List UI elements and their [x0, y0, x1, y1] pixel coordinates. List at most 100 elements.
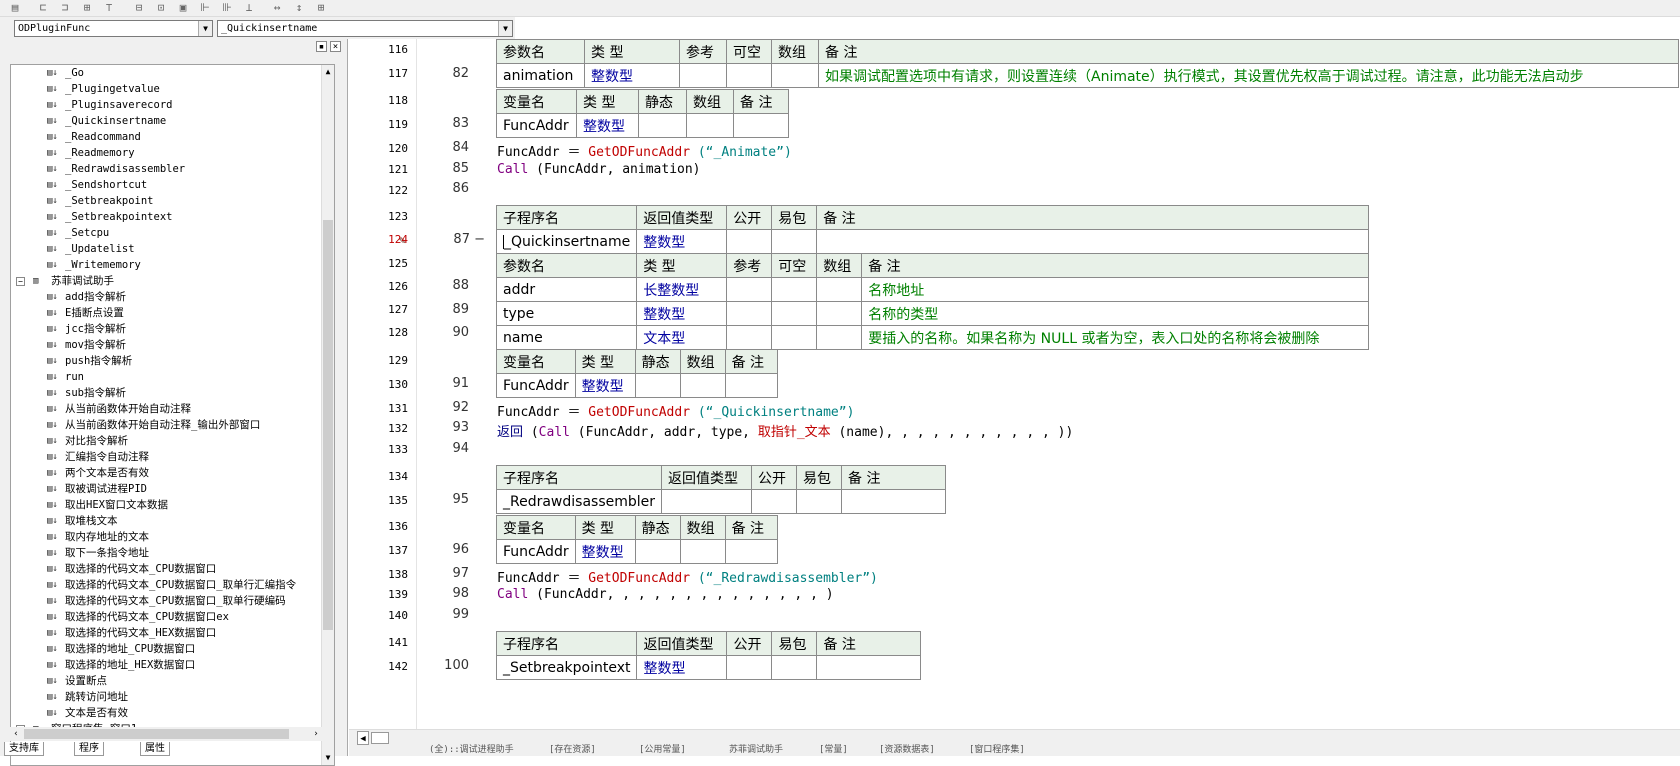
tree-item[interactable]: ▤↓_Go [11, 65, 323, 81]
sub-note-cell[interactable] [841, 489, 947, 514]
tree-item[interactable]: ▤↓取内存地址的文本 [11, 529, 323, 545]
tree-item[interactable]: ▤↓_Plugingetvalue [11, 81, 323, 97]
tree-item[interactable]: ▤↓取出HEX窗口文本数据 [11, 497, 323, 513]
param-note-cell[interactable]: 名称的类型 [861, 301, 1370, 326]
param-ref-cell[interactable] [726, 325, 773, 350]
spread-v-icon[interactable]: ↕ [295, 1, 303, 14]
param-type-cell[interactable]: 整数型 [584, 63, 680, 88]
tree-item[interactable]: ▤↓从当前函数体开始自动注释_输出外部窗口 [11, 417, 323, 433]
form-icon[interactable]: ▤ [11, 1, 19, 14]
tree-item[interactable]: ▤↓取被调试进程PID [11, 481, 323, 497]
var-type-cell[interactable]: 整数型 [576, 113, 639, 138]
tree-item[interactable]: ▤↓_Sendshortcut [11, 177, 323, 193]
code-line[interactable]: FuncAddr ＝ GetODFuncAddr (“_Quickinsertn… [497, 401, 854, 420]
sub-note-cell[interactable] [816, 655, 922, 680]
tree-item[interactable]: ▤↓_Setbreakpoint [11, 193, 323, 209]
assembly-select[interactable]: ODPluginFunc ▼ [14, 20, 213, 37]
var-note-cell[interactable] [733, 113, 789, 138]
tree-item[interactable]: ▤↓_Updatelist [11, 241, 323, 257]
var-name-cell[interactable]: FuncAddr [496, 539, 576, 564]
tab-support-library[interactable]: 支持库 [4, 742, 44, 756]
center-h-icon[interactable]: ⊥ [245, 1, 253, 14]
sub-easypack-cell[interactable] [771, 655, 818, 680]
param-array-cell[interactable] [771, 63, 819, 88]
tree-item[interactable]: ▤↓取堆栈文本 [11, 513, 323, 529]
var-array-cell[interactable] [679, 539, 726, 564]
param-array-cell[interactable] [816, 325, 863, 350]
param-name-cell[interactable]: type [495, 301, 638, 326]
space-h-icon[interactable]: ⊩ [200, 1, 210, 14]
tree-item[interactable]: ▤↓_Quickinsertname [11, 113, 323, 129]
align-top-icon[interactable]: ⊤ [105, 1, 113, 14]
tree-item[interactable]: ▤↓取选择的代码文本_CPU数据窗口_取单行硬编码 [11, 593, 323, 609]
var-note-cell[interactable] [724, 539, 778, 564]
tree-item[interactable]: ▤↓jcc指令解析 [11, 321, 323, 337]
param-name-cell[interactable]: name [495, 325, 638, 350]
same-size-icon[interactable]: ▣ [179, 1, 187, 14]
chevron-down-icon[interactable]: ▼ [198, 21, 212, 36]
tree-item[interactable]: ▤↓设置断点 [11, 673, 323, 689]
tree-item[interactable]: ▤↓文本是否有效 [11, 705, 323, 721]
code-line[interactable]: Call (FuncAddr, animation) [497, 162, 701, 177]
sub-name-cell[interactable]: _Setbreakpointext [495, 655, 638, 680]
tree-item[interactable]: ▤↓对比指令解析 [11, 433, 323, 449]
var-static-cell[interactable] [634, 373, 681, 398]
tree-item[interactable]: ▤↓汇编指令自动注释 [11, 449, 323, 465]
space-v-icon[interactable]: ⊪ [222, 1, 232, 14]
tree-item[interactable]: ▤↓取选择的地址_CPU数据窗口 [11, 641, 323, 657]
tree-item[interactable]: ▤↓取选择的代码文本_CPU数据窗口_取单行汇编指令 [11, 577, 323, 593]
sub-return-type-cell[interactable]: 整数型 [636, 655, 728, 680]
editor-hscrollbar[interactable]: ◀ [349, 729, 1680, 745]
editor-tab[interactable]: [公用常量] [639, 745, 686, 755]
tree-item[interactable]: ▤↓取下一条指令地址 [11, 545, 323, 561]
scroll-thumb[interactable] [323, 220, 333, 630]
tree-item[interactable]: ▤↓从当前函数体开始自动注释 [11, 401, 323, 417]
tree-item[interactable]: ▤↓add指令解析 [11, 289, 323, 305]
param-type-cell[interactable]: 长整数型 [636, 277, 728, 302]
sub-easypack-cell[interactable] [796, 489, 843, 514]
same-width-icon[interactable]: ⊟ [135, 1, 143, 14]
subroutine-select[interactable]: _Quickinsertname ▼ [217, 20, 513, 37]
tree-item[interactable]: ▤↓两个文本是否有效 [11, 465, 323, 481]
tree-folder[interactable]: −▥苏菲调试助手 [11, 273, 323, 289]
spread-h-icon[interactable]: ↔ [273, 1, 281, 14]
align-left-icon[interactable]: ⊏ [39, 1, 47, 14]
tree-item[interactable]: ▤↓mov指令解析 [11, 337, 323, 353]
param-nullable-cell[interactable] [771, 277, 818, 302]
tree-hscrollbar[interactable]: ‹ › [10, 727, 322, 741]
sub-name-cell[interactable]: _Quickinsertname [495, 229, 638, 254]
tree-item[interactable]: ▤↓_Setbreakpointext [11, 209, 323, 225]
align-right-icon[interactable]: ⊞ [83, 1, 91, 14]
var-array-cell[interactable] [679, 373, 726, 398]
grid-icon[interactable]: ⊞ [317, 1, 325, 14]
tree-item[interactable]: ▤↓E插断点设置 [11, 305, 323, 321]
tree-item[interactable]: ▤↓取选择的代码文本_CPU数据窗口 [11, 561, 323, 577]
editor-tab[interactable]: [资源数据表] [879, 745, 935, 755]
sub-note-cell[interactable] [816, 229, 1370, 254]
align-center-icon[interactable]: ⊐ [61, 1, 69, 14]
param-name-cell[interactable]: animation [496, 63, 585, 88]
tree-item[interactable]: ▤↓_Setcpu [11, 225, 323, 241]
stmt-number-collapse[interactable]: 87 − [453, 232, 485, 247]
code-line[interactable]: Call (FuncAddr, , , , , , , , , , , , , … [497, 587, 834, 602]
param-ref-cell[interactable] [679, 63, 727, 88]
pin-icon[interactable]: ▪ [316, 41, 327, 52]
code-area[interactable]: 82 83 84 85 86 87 − 88 89 90 91 92 93 94… [349, 39, 1680, 729]
tree-item[interactable]: ▤↓run [11, 369, 323, 385]
param-type-cell[interactable]: 整数型 [636, 301, 728, 326]
scroll-right-icon[interactable]: › [313, 729, 319, 739]
param-array-cell[interactable] [816, 301, 863, 326]
sub-return-type-cell[interactable]: 整数型 [636, 229, 728, 254]
tree-item[interactable]: ▤↓sub指令解析 [11, 385, 323, 401]
editor-tab[interactable]: [常量] [819, 745, 848, 755]
scroll-left-icon[interactable]: ‹ [13, 729, 19, 739]
var-name-cell[interactable]: FuncAddr [496, 373, 576, 398]
sub-public-cell[interactable] [726, 655, 773, 680]
scroll-thumb[interactable] [24, 729, 289, 739]
tree-item[interactable]: ▤↓push指令解析 [11, 353, 323, 369]
var-type-cell[interactable]: 整数型 [574, 539, 636, 564]
tree-item[interactable]: ▤↓_Readcommand [11, 129, 323, 145]
editor-tab[interactable]: 苏菲调试助手 [729, 745, 784, 755]
param-nullable-cell[interactable] [726, 63, 772, 88]
